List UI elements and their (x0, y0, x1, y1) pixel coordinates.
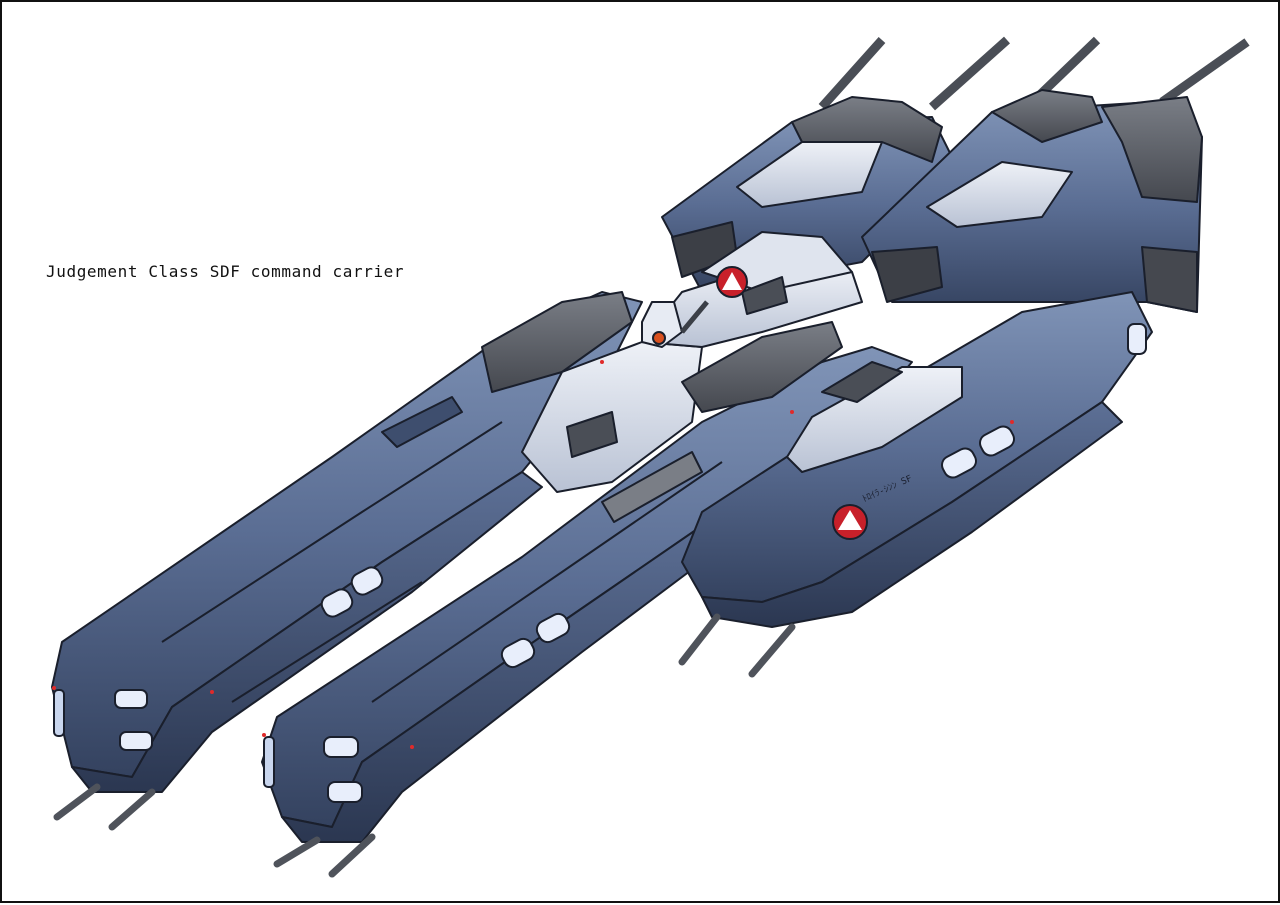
running-lights (52, 360, 1014, 749)
center-hull (261, 321, 913, 843)
left-hull (51, 291, 643, 793)
landing-struts (53, 613, 796, 878)
un-spacy-insignia-icon (832, 504, 868, 540)
right-hull: ﾄﾛｲﾗ-ｼﾝﾝ SF (681, 291, 1153, 628)
un-spacy-insignia-icon (716, 266, 748, 298)
caption: Judgement Class SDF command carrier (46, 262, 405, 281)
rear-superstructure (661, 89, 1203, 313)
